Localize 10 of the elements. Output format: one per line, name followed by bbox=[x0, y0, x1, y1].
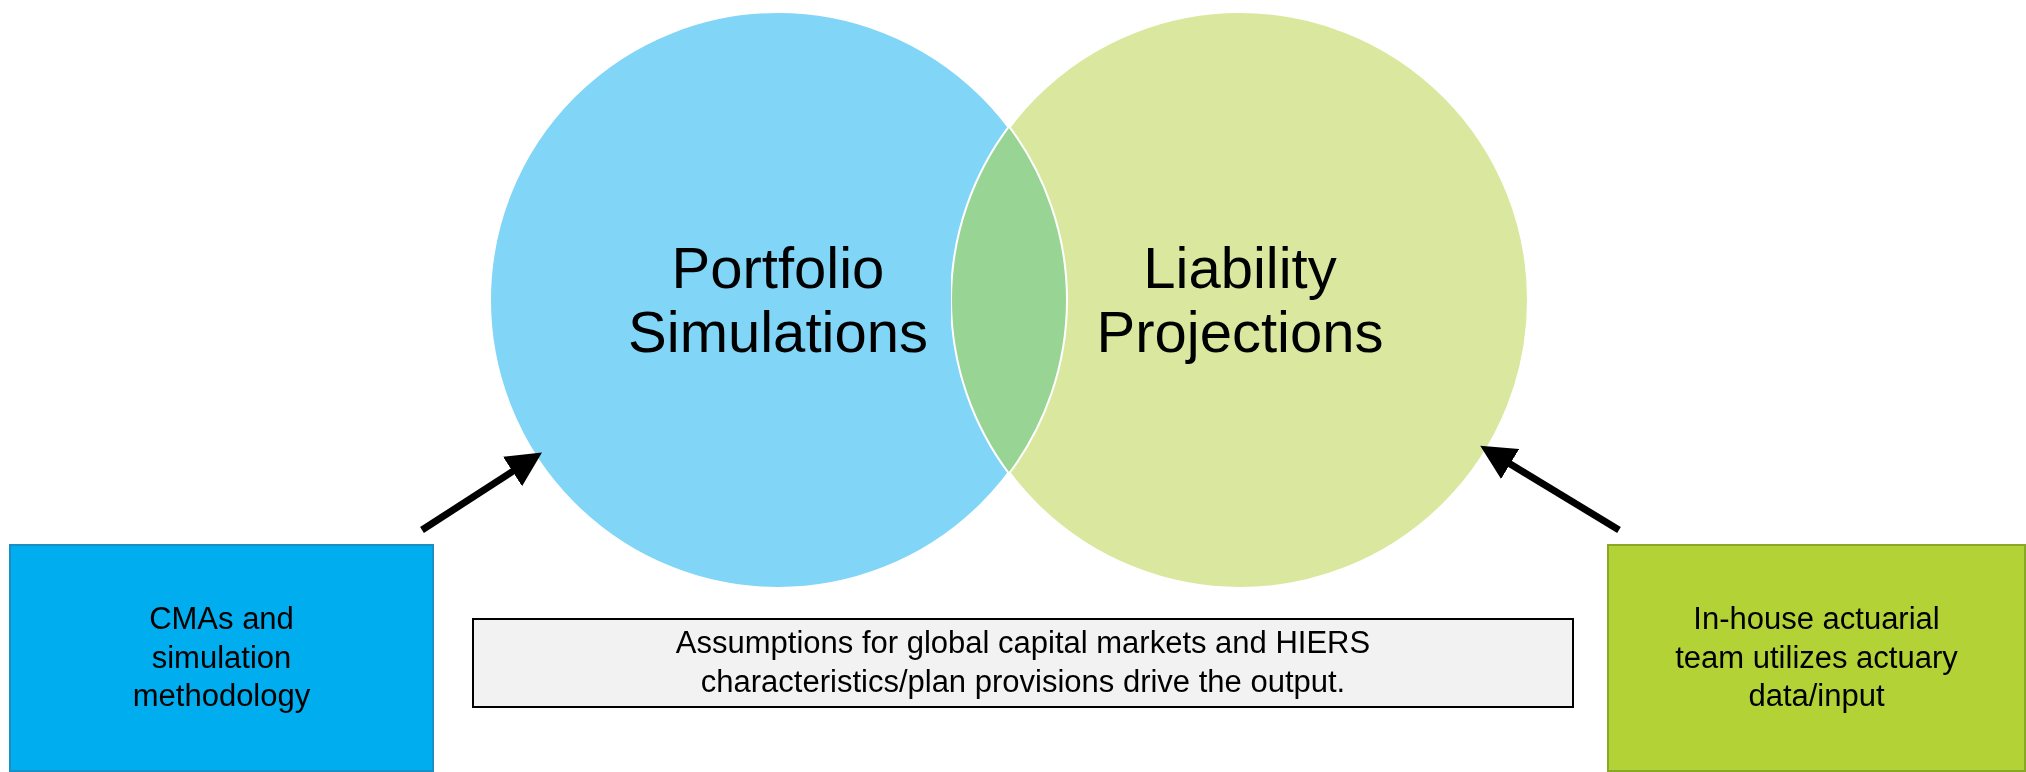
input-box bbox=[9, 544, 434, 772]
circle-label: Liability Projections bbox=[1095, 236, 1385, 364]
note-box bbox=[472, 618, 1574, 708]
arrow bbox=[420, 452, 542, 533]
arrow bbox=[1480, 445, 1621, 533]
input-box bbox=[1607, 544, 2026, 772]
circle-label: Portfolio Simulations bbox=[627, 236, 929, 364]
box-text: CMAs and simulation methodology bbox=[131, 599, 312, 716]
box-text: In-house actuarial team utilizes actuary data/input bbox=[1674, 599, 1959, 716]
box-text: Assumptions for global capital markets and HIERS characteristics/plan provisions drive the output. bbox=[674, 624, 1372, 701]
